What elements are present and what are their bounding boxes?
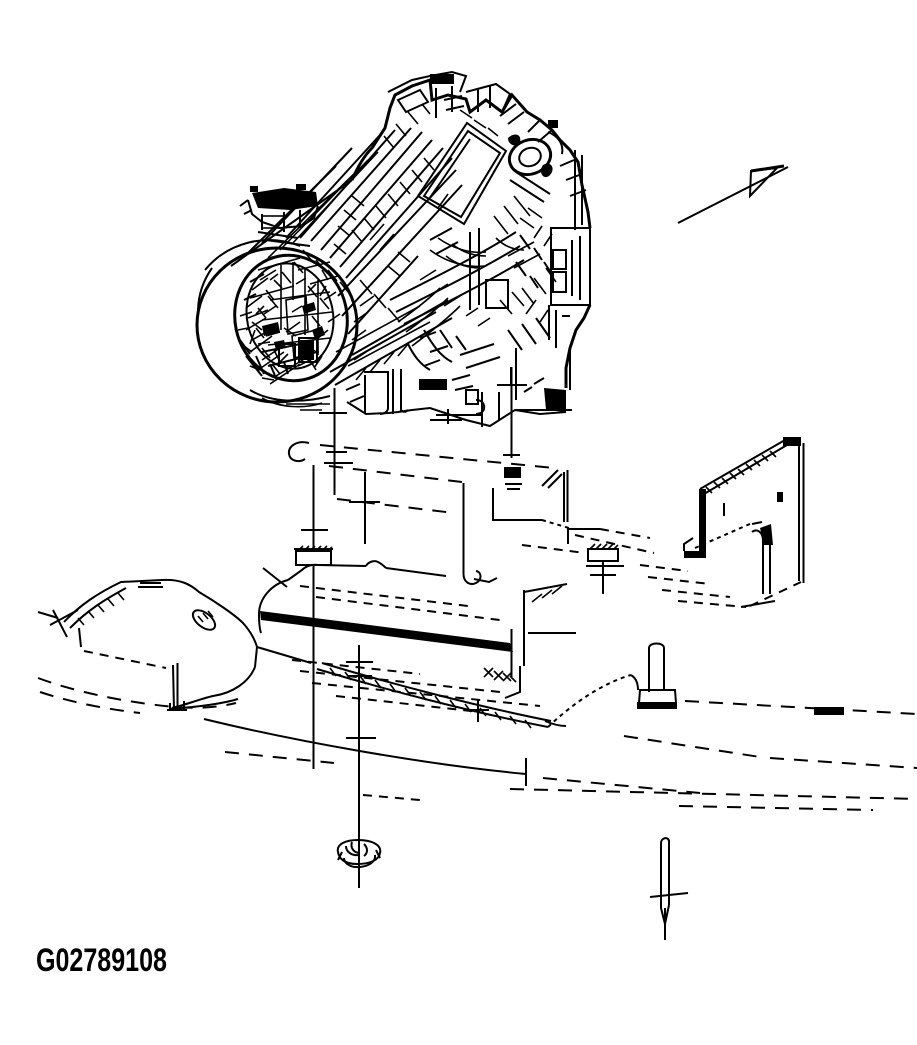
svg-text:G02789108: G02789108: [36, 942, 167, 978]
